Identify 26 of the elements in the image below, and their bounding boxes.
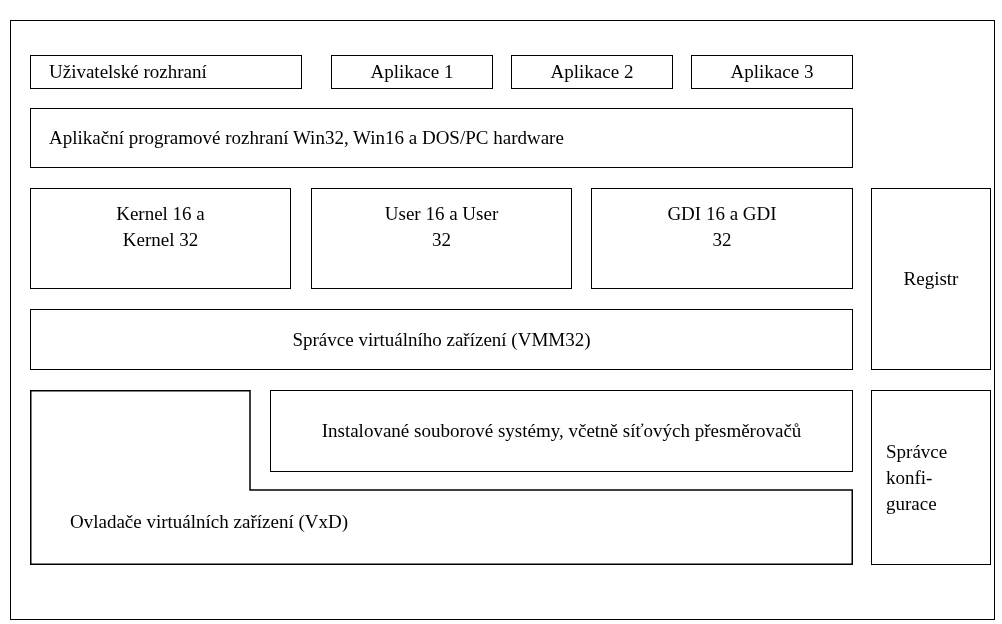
box-label: Aplikace 1: [370, 60, 454, 84]
registry-box: [871, 188, 991, 370]
box-label: GDI 16 a GDI 32: [666, 202, 778, 252]
box-label: Aplikační programové rozhraní Win32, Win16 a DOS/PC hardware: [49, 126, 564, 150]
box-label: Aplikace 3: [730, 60, 814, 84]
component-box: [30, 188, 291, 289]
box-label: Správce virtuálního zařízení (VMM32): [292, 327, 591, 352]
box-label: User 16 a User 32: [383, 202, 500, 252]
component-box: [591, 188, 853, 289]
component-box: [311, 188, 572, 289]
interface-box: [30, 55, 302, 89]
box-label: Kernel 16 a Kernel 32: [115, 202, 206, 252]
configuration-box: [871, 390, 991, 565]
application-box: [691, 55, 853, 89]
file-system-box: [270, 390, 853, 472]
box-label: Registr: [903, 267, 959, 291]
box-label: Ovladače virtuálních zařízení (VxD): [70, 510, 348, 534]
box-label: Správce konfi- gurace: [886, 439, 949, 516]
manager-layer-box: [30, 309, 853, 370]
box-label: Aplikace 2: [550, 60, 634, 84]
box-label: Instalované souborové systémy, včetně síťových přesměrovačů: [321, 419, 802, 443]
api-layer-box: [30, 108, 853, 168]
driver-layer-shape: [30, 390, 853, 565]
application-box: [511, 55, 673, 89]
box-label: Uživatelské rozhraní: [49, 60, 207, 84]
application-box: [331, 55, 493, 89]
